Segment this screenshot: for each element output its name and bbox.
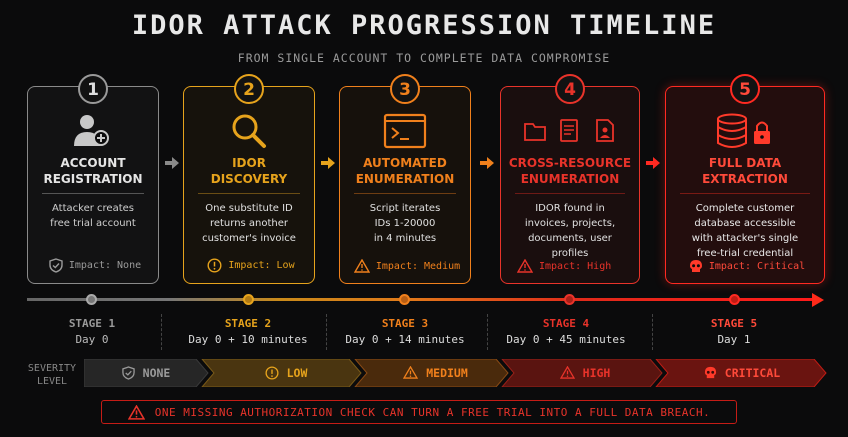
stage-label: STAGE 2 <box>224 317 272 330</box>
warning-banner-text: ONE MISSING AUTHORIZATION CHECK CAN TURN… <box>154 405 711 419</box>
severity-none-label: NONE <box>142 365 171 380</box>
step-badge-2: 2 <box>234 74 264 104</box>
stage-card-5: 5 FULL DATA EXTRACTION Complete customer… <box>665 74 825 284</box>
step-badge-1: 1 <box>78 74 108 104</box>
severity-critical: CRITICAL <box>672 359 812 386</box>
stage-card-3: 3 AUTOMATED ENUMERATION Script iterates … <box>339 74 471 284</box>
impact-label: Impact: Critical <box>708 260 806 272</box>
card-title-line2: ENUMERATION <box>520 172 620 186</box>
stage-label: STAGE 3 <box>381 317 429 330</box>
card-body-line: Complete customer <box>695 203 795 214</box>
card-body-line: IDs 1-20000 <box>374 218 436 229</box>
skull-icon <box>704 366 716 379</box>
alert-circle-icon <box>207 258 222 273</box>
impact-label: Impact: None <box>68 260 142 271</box>
database-lock-icon <box>717 113 770 148</box>
stage-label: STAGE 1 <box>68 317 116 330</box>
card-title-line1: AUTOMATED <box>363 156 447 170</box>
impact-label: Impact: Medium <box>375 260 461 272</box>
impact-label: Impact: Low <box>228 260 295 271</box>
card-title-line1: IDOR <box>232 156 266 170</box>
severity-label-line1: SEVERITY <box>27 363 77 374</box>
card-body-line: customer's invoice <box>202 233 296 244</box>
severity-medium-label: MEDIUM <box>426 365 468 380</box>
card-body-line: invoices, projects, <box>524 218 616 229</box>
severity-high-label: HIGH <box>582 365 611 380</box>
stage-time: Day 1 <box>717 333 751 346</box>
impact-label: Impact: High <box>539 260 612 272</box>
stage-card-4: 4 CROSS-RESOURCE ENUMERATION IDOR found … <box>500 74 640 284</box>
step-badge-5: 5 <box>730 74 760 104</box>
user-add-icon <box>74 115 109 146</box>
arrow-right-icon <box>646 157 660 169</box>
card-body-line: profiles <box>551 248 589 259</box>
timeline-dot-3 <box>399 294 410 305</box>
severity-high: HIGH <box>515 359 655 386</box>
severity-medium: MEDIUM <box>368 359 503 386</box>
card-title-line1: CROSS-RESOURCE <box>508 156 632 170</box>
card-body-line: Attacker creates <box>52 203 134 214</box>
card-body-line: IDOR found in <box>535 203 605 214</box>
magnifier-icon <box>232 114 266 148</box>
warning-triangle-icon <box>127 404 145 420</box>
step-badge-4: 4 <box>555 74 585 104</box>
timeline-dot-4 <box>564 294 575 305</box>
stage-time: Day 0 + 14 minutes <box>345 333 465 346</box>
timeline-line <box>27 298 817 301</box>
stage-label: STAGE 5 <box>710 317 758 330</box>
severity-none: NONE <box>96 359 196 386</box>
page-subtitle: FROM SINGLE ACCOUNT TO COMPLETE DATA COM… <box>237 51 611 65</box>
card-title-line2: ENUMERATION <box>355 172 455 186</box>
card-body-line: Script iterates <box>369 203 441 214</box>
card-title-line2: EXTRACTION <box>702 172 788 186</box>
card-body-line: One substitute ID <box>205 203 293 214</box>
arrow-right-icon <box>165 157 179 169</box>
stage-card-1: 1 ACCOUNT REGISTRATION Attacker creates … <box>27 74 159 284</box>
timeline-dot-2 <box>243 294 254 305</box>
severity-label: SEVERITY LEVEL <box>22 362 82 388</box>
skull-icon <box>689 260 702 272</box>
terminal-icon <box>383 113 427 149</box>
severity-low-label: LOW <box>286 365 308 380</box>
timeline-dot-1 <box>86 294 97 305</box>
card-title-line2: DISCOVERY <box>210 172 288 186</box>
card-title-line1: ACCOUNT <box>60 156 126 170</box>
stage-card-2: 2 IDOR DISCOVERY One substitute ID retur… <box>183 74 315 284</box>
warning-banner: ONE MISSING AUTHORIZATION CHECK CAN TURN… <box>101 400 737 424</box>
shield-check-icon <box>121 365 135 380</box>
warning-triangle-icon <box>559 366 575 379</box>
severity-critical-label: CRITICAL <box>724 365 781 380</box>
severity-low: LOW <box>216 359 356 386</box>
stage-label: STAGE 4 <box>542 317 590 330</box>
severity-label-line2: LEVEL <box>36 376 68 387</box>
card-body-line: documents, user <box>528 233 612 244</box>
stage-time: Day 0 + 10 minutes <box>188 333 308 346</box>
timeline-arrowhead <box>812 293 824 307</box>
card-title-line2: REGISTRATION <box>43 172 143 186</box>
card-body-line: free trial account <box>50 218 136 229</box>
severity-bar <box>84 359 827 387</box>
timeline-dot-5 <box>729 294 740 305</box>
step-badge-3: 3 <box>390 74 420 104</box>
alert-circle-icon <box>265 365 279 380</box>
stage-time: Day 0 + 45 minutes <box>506 333 626 346</box>
files-icon <box>524 119 614 142</box>
warning-triangle-icon <box>403 366 419 379</box>
shield-check-icon <box>49 258 63 273</box>
arrow-right-icon <box>321 157 335 169</box>
card-body-line: with attacker's single <box>691 233 799 244</box>
card-body-line: returns another <box>209 218 289 229</box>
page-title: IDOR ATTACK PROGRESSION TIMELINE <box>131 10 717 41</box>
stage-time: Day 0 <box>75 333 109 346</box>
warning-triangle-icon <box>353 259 370 273</box>
arrow-right-icon <box>480 157 494 169</box>
warning-triangle-icon <box>517 259 533 273</box>
card-body-line: in 4 minutes <box>373 233 437 244</box>
card-body-line: free-trial credential <box>696 248 794 259</box>
card-title-line1: FULL DATA <box>708 156 782 170</box>
card-body-line: database accessible <box>694 218 796 229</box>
